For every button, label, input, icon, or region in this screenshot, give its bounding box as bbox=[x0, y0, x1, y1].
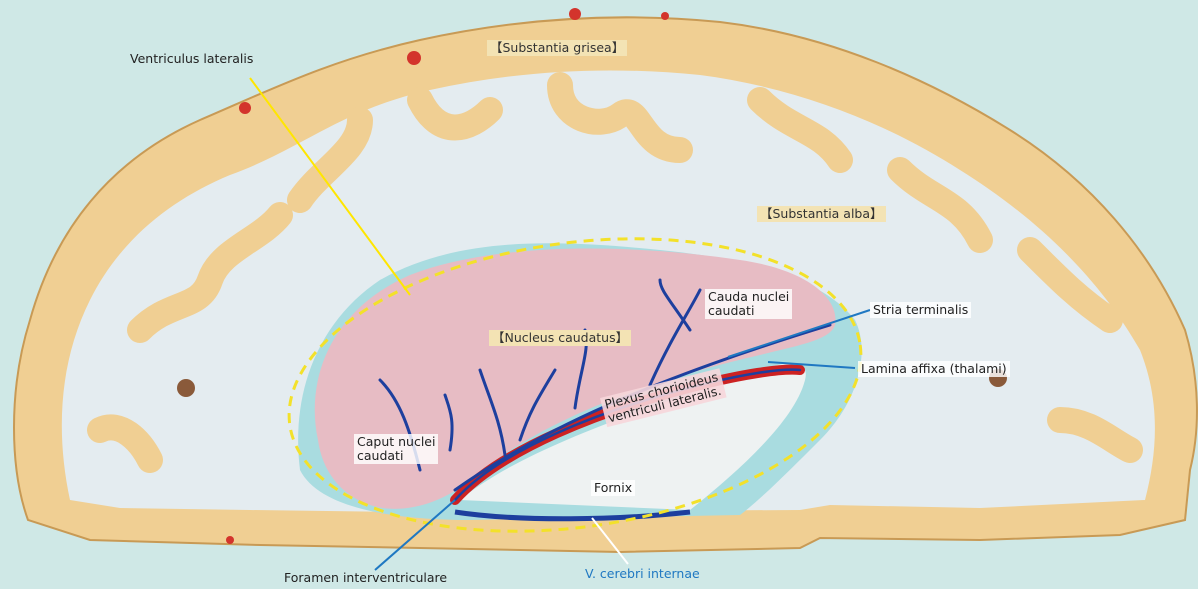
label-stria-terminalis: Stria terminalis bbox=[870, 302, 971, 318]
label-cauda-line-2: caudati bbox=[708, 304, 789, 318]
label-nucleus-caudatus: 【Nucleus caudatus】 bbox=[489, 330, 631, 346]
label-cauda-nuclei-caudati: Cauda nuclei caudati bbox=[705, 289, 792, 319]
label-cauda-line-1: Cauda nuclei bbox=[708, 290, 789, 304]
label-foramen-interventriculare: Foramen interventriculare bbox=[284, 571, 447, 585]
label-lamina-affixa: Lamina affixa (thalami) bbox=[858, 361, 1010, 377]
label-v-cerebri-internae: V. cerebri internae bbox=[585, 567, 700, 581]
label-substantia-grisea: 【Substantia grisea】 bbox=[487, 40, 627, 56]
label-fornix: Fornix bbox=[591, 480, 635, 496]
label-caput-line-2: caudati bbox=[357, 449, 435, 463]
label-caput-line-1: Caput nuclei bbox=[357, 435, 435, 449]
hole-left bbox=[177, 379, 195, 397]
label-caput-nuclei-caudati: Caput nuclei caudati bbox=[354, 434, 438, 464]
label-substantia-alba: 【Substantia alba】 bbox=[757, 206, 886, 222]
label-ventriculus-lateralis: Ventriculus lateralis bbox=[130, 52, 253, 66]
